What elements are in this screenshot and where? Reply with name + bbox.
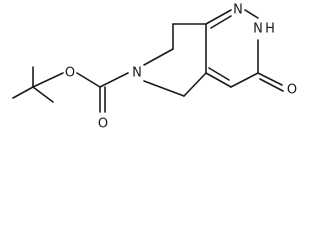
bond-c3-c4 (230, 72, 259, 88)
tert-butyl-group (12, 66, 64, 103)
bond-c5-n6 (143, 80, 185, 97)
atom-label-carbonyl-oxygen: O (98, 117, 108, 132)
bond-n1-n2 (244, 9, 259, 19)
bond-methyl-bottom (32, 86, 54, 103)
bond-c3-ketone-double-2 (259, 78, 284, 92)
bond-c4-c4a-double (208, 67, 230, 81)
molecule-structure: O O N N N H O (12, 3, 297, 132)
bond-c3-ketone-double-1 (257, 72, 283, 86)
bond-c8a-n1 (205, 9, 232, 25)
bond-c8a-n1-double (210, 15, 232, 29)
bond-c4-c4a (205, 72, 232, 88)
carbamate-group (76, 72, 129, 113)
atom-label-nh-hydrogen: H (265, 22, 275, 37)
atom-labels: O O N N N H O (65, 3, 297, 132)
bond-quaternary-carbon-ester-oxygen (32, 72, 64, 88)
atom-label-pyridazine-n1: N (233, 3, 243, 18)
pyridazinone-ring (205, 9, 284, 92)
bond-ester-oxygen-carbonyl-carbon (76, 72, 101, 88)
atom-label-ring-nitrogen: N (132, 66, 142, 81)
atom-label-pyridazine-nh-nitrogen: N (253, 22, 263, 37)
tetrahydro-ring (143, 23, 207, 97)
bond-carbonyl-carbon-nitrogen (99, 72, 129, 88)
bond-methyl-left (12, 86, 34, 99)
bond-c4a-c5 (183, 72, 207, 97)
bond-n6-c7 (143, 48, 174, 66)
atom-label-ester-oxygen: O (65, 66, 75, 81)
atom-label-ketone-oxygen: O (287, 83, 297, 98)
